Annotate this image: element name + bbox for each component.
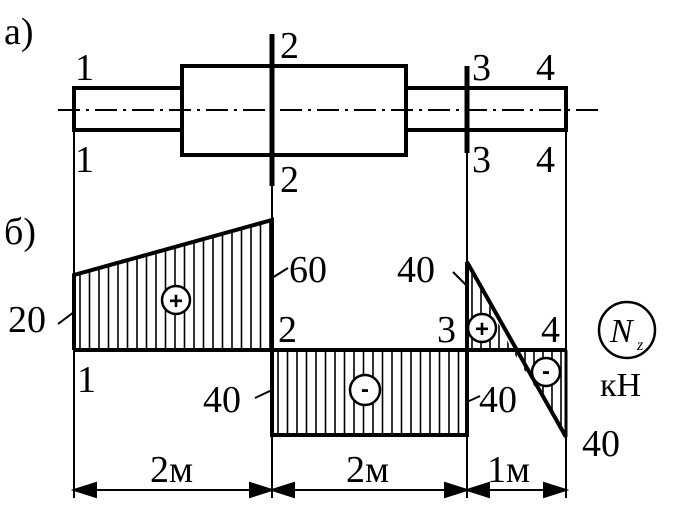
- arrow-2-left: [268, 481, 295, 499]
- arrow-3-right: [543, 481, 570, 499]
- legend-subscript: z: [636, 337, 644, 354]
- value-40-right: 40: [479, 379, 517, 421]
- diagram-mark-1: 1: [77, 359, 96, 401]
- shaft-segment-left: [72, 86, 184, 132]
- value-20: 20: [8, 299, 46, 341]
- plus-sign-3: +: [475, 316, 489, 343]
- minus-marker-2: [348, 373, 382, 407]
- part-b-label: б): [4, 211, 36, 253]
- region-3-4-slope: [465, 261, 568, 438]
- diagram-mark-2: 2: [278, 309, 297, 351]
- extension-lines: [73, 130, 567, 498]
- shaft-drawing: [58, 34, 598, 186]
- dimension-label-2: 2м: [346, 449, 389, 491]
- leader-40-left: [254, 389, 273, 399]
- diagram-mark-4: 4: [541, 309, 560, 351]
- leader-60: [271, 267, 289, 279]
- section-4-bottom: 4: [536, 139, 555, 181]
- plus-marker-3: [466, 312, 498, 344]
- leader-40-right: [466, 395, 481, 403]
- legend-symbol: N: [609, 313, 635, 350]
- leader-20: [57, 311, 75, 325]
- section-2-bottom: 2: [280, 159, 299, 201]
- diagram-mark-3: 3: [437, 309, 456, 351]
- section-3-bottom: 3: [472, 139, 491, 181]
- part-a-label: а): [4, 11, 34, 53]
- plus-sign-1: +: [169, 288, 183, 315]
- section-3-top: 3: [472, 47, 491, 89]
- section-4-top: 4: [536, 47, 555, 89]
- minus-sign-4: -: [542, 358, 550, 385]
- section-1-bottom: 1: [75, 139, 94, 181]
- region-2-3-negative: [270, 350, 469, 437]
- arrow-1-left: [70, 481, 97, 499]
- dimension-label-3: 1м: [487, 449, 530, 491]
- section-1-top: 1: [75, 47, 94, 89]
- plus-marker-1: [160, 284, 192, 316]
- value-40-end: 40: [582, 423, 620, 465]
- legend: N z кН: [597, 300, 657, 404]
- minus-marker-4: [530, 356, 562, 388]
- legend-unit: кН: [600, 367, 641, 404]
- legend-circle: [597, 300, 657, 360]
- labels: а) б) 1 1 2 2 3 3 4 4 20 60 40 40 40 40 …: [4, 11, 620, 491]
- minus-sign-2: -: [361, 376, 369, 403]
- dimension-label-1: 2м: [150, 449, 193, 491]
- section-2-top: 2: [280, 25, 299, 67]
- value-60: 60: [289, 249, 327, 291]
- arrow-1-right: [249, 481, 276, 499]
- arrow-2-right: [444, 481, 471, 499]
- sign-markers: [160, 284, 562, 407]
- dimension-lines: [70, 481, 570, 499]
- value-40-left: 40: [203, 379, 241, 421]
- diagram-outline: [57, 217, 568, 438]
- sign-texts: + - + -: [169, 288, 550, 403]
- arrow-3-left: [463, 481, 490, 499]
- leader-40-peak: [452, 271, 468, 287]
- value-40-peak: 40: [397, 249, 435, 291]
